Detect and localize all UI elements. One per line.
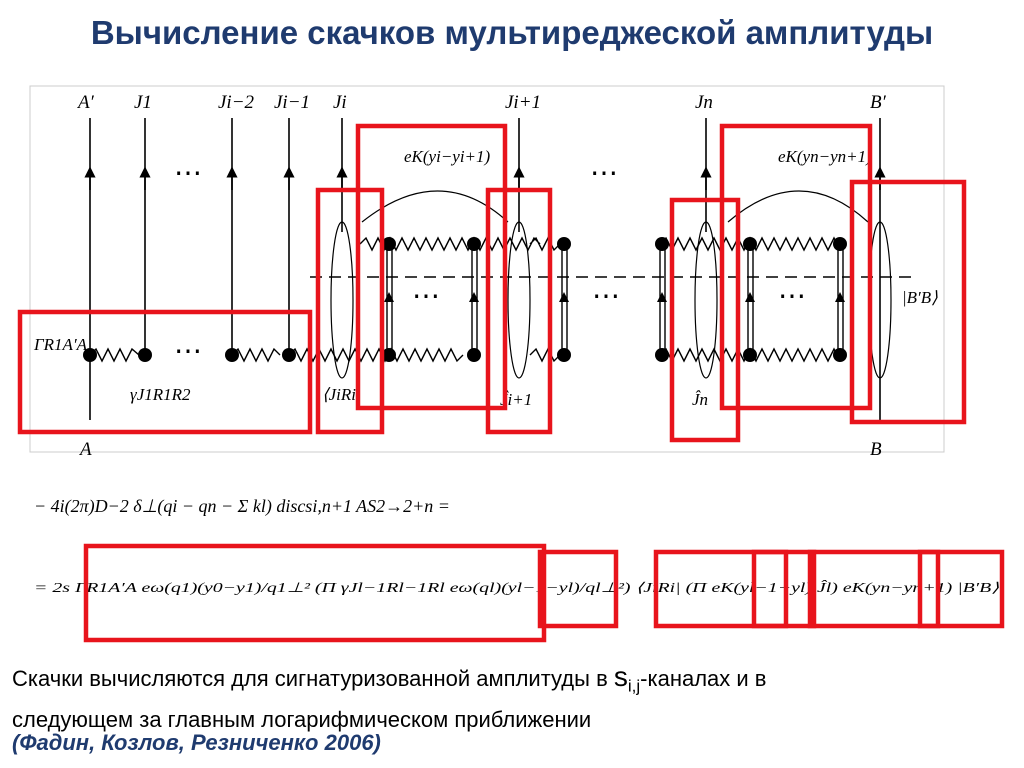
ket-label: |B′B⟩ <box>902 288 938 307</box>
label-J1: J1 <box>134 92 152 113</box>
dots-top: ⋯ <box>174 158 202 189</box>
label-Ji-2: Ji−2 <box>218 92 255 113</box>
equation-line-1: − 4i(2π)D−2 δ⊥(qi − qn − Σ kl) discsi,n+… <box>34 496 450 517</box>
diagram-frame <box>29 85 945 453</box>
caption-pre: Скачки вычисляются для сигнатуризованной… <box>12 666 614 691</box>
highlight-boxes <box>17 123 1005 643</box>
highlight-box-eq-exp-1 <box>653 549 789 629</box>
arc-2 <box>727 190 869 223</box>
vertex-dots <box>83 237 847 362</box>
highlight-box-exp-2 <box>719 123 873 411</box>
highlight-box-gamma <box>17 309 313 435</box>
label-B: B <box>870 439 882 460</box>
exp-label-2: eK(yn−yn+1) <box>778 147 872 166</box>
highlight-box-bra <box>315 187 385 435</box>
highlight-box-ket <box>849 179 967 425</box>
label-Jn: Jn <box>695 92 713 113</box>
highlight-box-eq-ket <box>917 549 1005 629</box>
gamma-bottom-label: γJ1R1R2 <box>130 385 191 404</box>
caption-post: -каналах и в <box>640 666 767 691</box>
gamma-left-label: ΓR1A′A <box>33 335 88 354</box>
reference-citation: (Фадин, Козлов, Резниченко 2006) <box>12 730 381 755</box>
dots-mid-1: ⋯ <box>412 281 440 312</box>
highlight-box-Jn <box>669 197 741 443</box>
label-Ji-1: Ji−1 <box>274 92 310 113</box>
exp-label-1: eK(yi−yi+1) <box>404 147 491 166</box>
caption-line-2: следующем за главным логарифмическом при… <box>12 707 592 733</box>
top-labels: A′ J1 Ji−2 Ji−1 Ji Ji+1 Jn B′ <box>76 92 887 113</box>
slide-title: Вычисление скачков мультиреджеской ампли… <box>90 14 934 51</box>
highlight-box-eq-exp-2 <box>807 549 941 629</box>
caption-text: Скачки вычисляются для сигнатуризованной… <box>12 660 1012 737</box>
dots-bottom: ⋯ <box>174 336 202 367</box>
highlight-box-eq-J <box>751 549 817 629</box>
label-Ji: Ji <box>333 92 347 113</box>
highlight-box-Ji1 <box>485 187 553 435</box>
caption-sub: i,j <box>627 676 641 696</box>
label-B-prime: B′ <box>870 92 887 113</box>
highlight-box-eq-bra <box>537 549 619 629</box>
rung-arrows <box>384 292 845 302</box>
J-hat-i+1-label: Ĵi+1 <box>500 390 532 409</box>
reggeon-line-top-right <box>359 236 847 252</box>
equation-line-2: = 2s ΓR1A′A eω(q1)(y0−y1)/q1⊥² (Π γJl−1R… <box>34 580 1000 595</box>
arrow-marks <box>84 166 886 190</box>
dots-mid-3: ⋯ <box>778 281 806 312</box>
label-A: A <box>78 439 92 460</box>
reggeon-line-bottom-right <box>529 347 847 363</box>
J-hat-n-label: Ĵn <box>692 390 708 409</box>
caption-s: s <box>613 661 628 692</box>
bra-label: ⟨JiRi| <box>322 385 361 404</box>
highlight-box-exp-1 <box>355 123 508 411</box>
dots-mid-2: ⋯ <box>592 281 620 312</box>
highlight-box-eq-prefix <box>83 543 547 643</box>
label-Ji+1: Ji+1 <box>505 92 541 113</box>
label-A-prime: A′ <box>76 92 95 113</box>
dots-top-right: ⋯ <box>590 158 618 189</box>
